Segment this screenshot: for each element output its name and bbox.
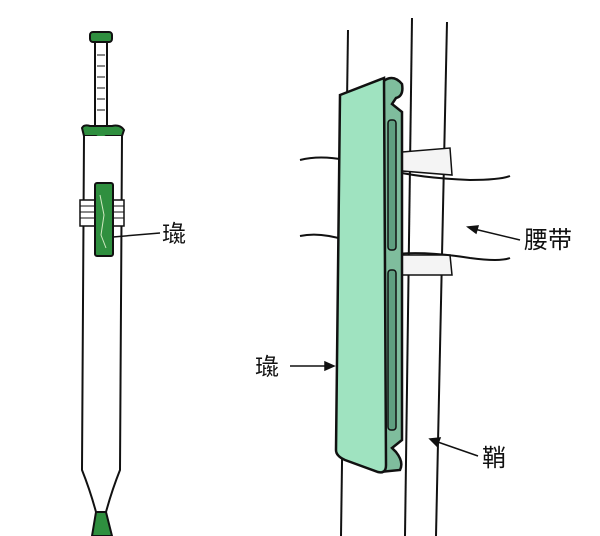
- sword-illustration: [79, 31, 161, 536]
- label-belt: 腰带: [524, 226, 572, 254]
- zhi-plate: [334, 76, 404, 474]
- zhi-small: [94, 182, 114, 257]
- label-zhi-right: 璏: [255, 353, 279, 381]
- belt: [299, 147, 511, 276]
- label-scabbard: 鞘: [482, 444, 506, 472]
- chape: [90, 511, 114, 536]
- label-zhi-left: 璏: [162, 220, 186, 248]
- pommel: [89, 31, 113, 43]
- arrows: [290, 225, 521, 457]
- grip-wrap: [97, 54, 105, 111]
